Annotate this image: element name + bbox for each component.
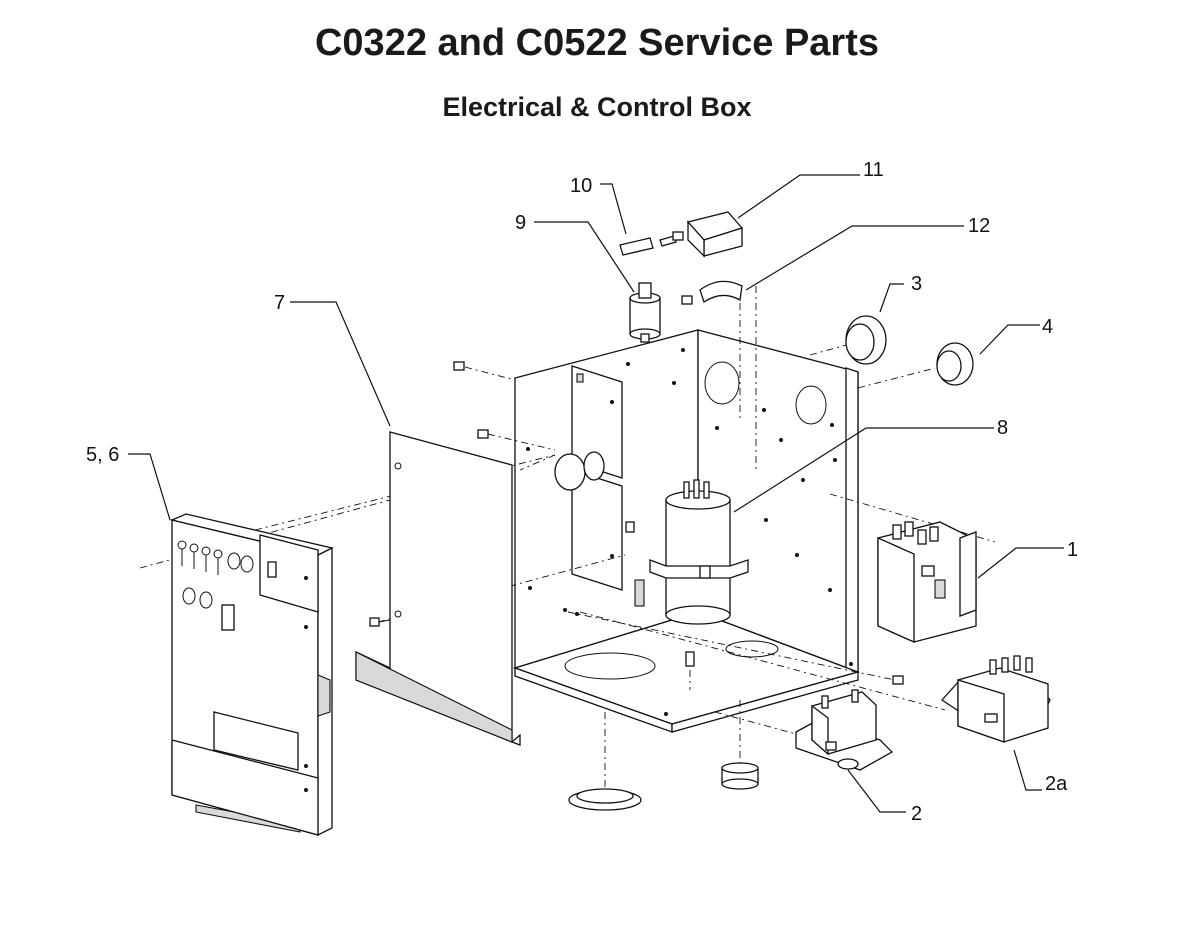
part-3-bushing — [845, 315, 887, 365]
part-4-bushing — [936, 342, 974, 386]
callout-11: 11 — [863, 159, 884, 181]
part-2-transformer — [795, 689, 894, 771]
part-8-capacitor — [649, 479, 749, 625]
page-title: C0322 and C0522 Service Parts — [314, 22, 880, 64]
callout-8: 8 — [997, 417, 1008, 439]
callout-9: 9 — [515, 212, 526, 234]
floor-bushings — [568, 762, 759, 811]
part-1-contactor — [877, 521, 977, 644]
part-5-6-front-panel — [169, 513, 334, 837]
callout-3: 3 — [911, 273, 922, 295]
part-7-side-panel — [355, 431, 521, 746]
part-2a-transformer — [941, 655, 1051, 743]
callout-10: 10 — [570, 175, 592, 197]
part-11-fuse-holder — [672, 211, 744, 258]
callout-2: 2 — [911, 803, 922, 825]
callout-1: 1 — [1067, 539, 1078, 561]
callout-7: 7 — [274, 292, 285, 314]
callout-5-6: 5, 6 — [86, 444, 119, 466]
callout-2a: 2a — [1045, 773, 1068, 795]
leader-lines — [128, 174, 1064, 813]
callout-4: 4 — [1042, 316, 1053, 338]
page-subtitle: Electrical & Control Box — [442, 92, 752, 122]
part-9-switch — [629, 282, 661, 343]
screws — [453, 361, 904, 685]
wall-grommet — [554, 451, 605, 491]
control-box — [512, 329, 861, 733]
callout-12: 12 — [968, 215, 990, 237]
part-10-fuse — [619, 235, 677, 256]
part-12-clip — [681, 280, 743, 305]
